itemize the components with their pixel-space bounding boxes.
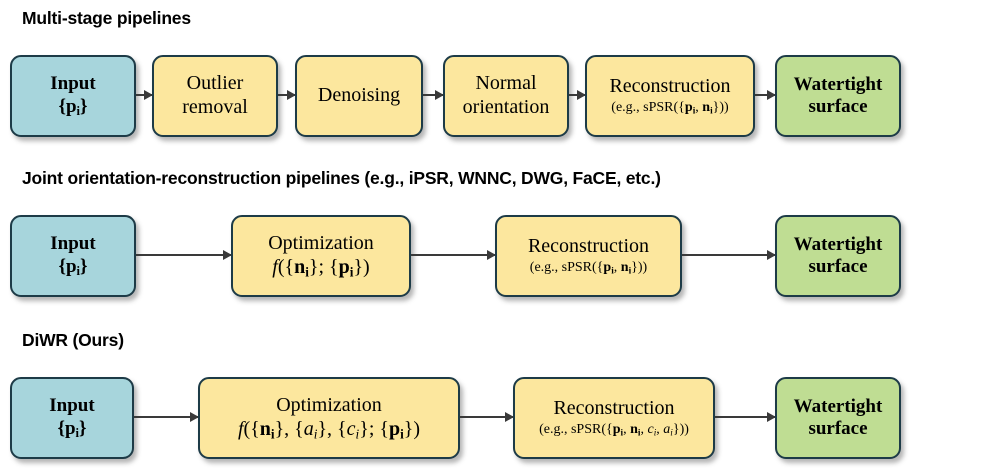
node-label-line1: Input (50, 233, 96, 255)
node-label-line2: orientation (462, 96, 550, 118)
node-reconstruction[interactable]: Reconstruction (e.g., sPSR({pi, ni})) (585, 55, 755, 137)
arrow-reconstruction-to-output (715, 412, 776, 422)
node-label-line1: Denoising (317, 84, 401, 107)
node-optimization[interactable]: Optimization f({ni}; {pi}) (231, 215, 411, 297)
section-title-diwr: DiWR (Ours) (22, 330, 124, 350)
node-input[interactable]: Input {pi} (10, 55, 136, 137)
section-title-multi-stage: Multi-stage pipelines (22, 8, 191, 28)
node-reconstruction[interactable]: Reconstruction (e.g., sPSR({pi, ni, ci, … (513, 377, 715, 459)
arrow-optimization-to-reconstruction (460, 412, 514, 422)
arrow-reconstruction-to-output (682, 250, 776, 260)
node-label-line2: f({ni}, {ai}, {ci}; {pi}) (237, 417, 421, 442)
node-sublabel: (e.g., sPSR({pi, ni})) (529, 259, 648, 276)
node-sublabel: (e.g., sPSR({pi, ni, ci, ai})) (539, 421, 689, 438)
node-label-line1: Optimization (268, 232, 374, 255)
node-label-line2: {pi} (57, 417, 87, 440)
node-watertight-surface[interactable]: Watertight surface (775, 55, 901, 137)
pipeline-section-multi-stage: Multi-stage pipelines Input {pi} Outlier… (0, 0, 996, 156)
arrow-reconstruction-to-output (755, 90, 776, 100)
node-input[interactable]: Input {pi} (10, 377, 134, 459)
node-label-line1: Watertight (793, 395, 883, 417)
node-label-line2: {pi} (58, 255, 88, 278)
arrow-normal-to-reconstruction (569, 90, 586, 100)
arrow-denoising-to-normal (423, 90, 444, 100)
node-label-line1: Outlier (186, 72, 244, 95)
arrow-input-to-outlier (136, 90, 153, 100)
node-label-line1: Reconstruction (609, 75, 731, 98)
node-label-line2: f({ni}; {pi}) (272, 255, 370, 280)
node-label-line1: Reconstruction (553, 397, 675, 420)
arrow-input-to-optimization (136, 250, 232, 260)
node-label-line2: surface (808, 96, 868, 117)
node-reconstruction[interactable]: Reconstruction (e.g., sPSR({pi, ni})) (495, 215, 682, 297)
pipeline-row: Input {pi} Outlier removal Denoising Nor… (0, 33, 996, 143)
node-input[interactable]: Input {pi} (10, 215, 136, 297)
section-title-joint: Joint orientation-reconstruction pipelin… (22, 168, 661, 188)
node-label-line1: Input (49, 395, 95, 417)
node-watertight-surface[interactable]: Watertight surface (775, 377, 901, 459)
node-sublabel: (e.g., sPSR({pi, ni})) (611, 99, 729, 116)
node-label-line1: Normal (475, 72, 537, 95)
arrow-optimization-to-reconstruction (411, 250, 496, 260)
node-label-line2: surface (808, 256, 868, 277)
arrow-outlier-to-denoising (278, 90, 296, 100)
node-label-line2: surface (808, 418, 868, 439)
node-label-line1: Input (50, 73, 96, 95)
node-normal-orientation[interactable]: Normal orientation (443, 55, 569, 137)
node-label-line1: Optimization (276, 394, 382, 417)
pipeline-row: Input {pi} Optimization f({ni}; {pi}) Re… (0, 193, 996, 303)
node-optimization[interactable]: Optimization f({ni}, {ai}, {ci}; {pi}) (198, 377, 460, 459)
node-label-line1: Reconstruction (527, 235, 650, 258)
node-denoising[interactable]: Denoising (295, 55, 423, 137)
node-outlier-removal[interactable]: Outlier removal (152, 55, 278, 137)
node-watertight-surface[interactable]: Watertight surface (775, 215, 901, 297)
node-label-line1: Watertight (793, 233, 883, 255)
pipeline-row: Input {pi} Optimization f({ni}, {ai}, {c… (0, 355, 996, 465)
arrow-input-to-optimization (134, 412, 199, 422)
pipeline-section-joint: Joint orientation-reconstruction pipelin… (0, 160, 996, 316)
node-label-line2: {pi} (58, 95, 88, 118)
node-label-line1: Watertight (793, 73, 883, 95)
node-label-line2: removal (182, 96, 248, 118)
pipeline-section-diwr: DiWR (Ours) Input {pi} Optimization f({n… (0, 322, 996, 468)
